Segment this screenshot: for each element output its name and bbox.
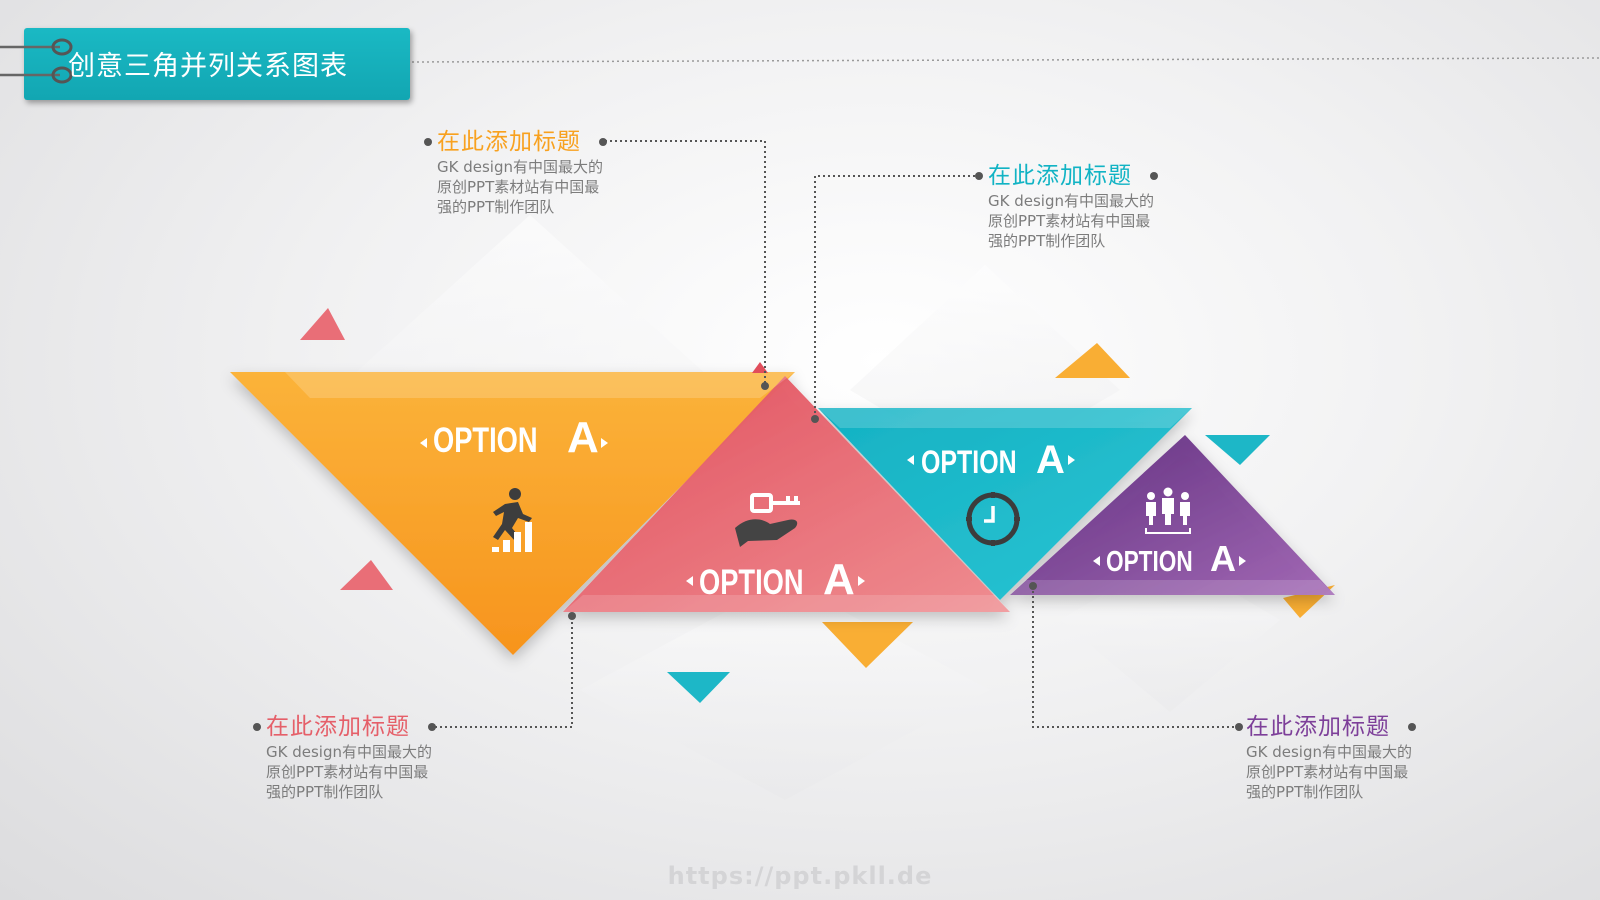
watermark-url: https://ppt.pkll.de — [667, 862, 933, 890]
option-word: OPTION — [699, 563, 804, 602]
callout-body: GK design有中国最大的原创PPT素材站有中国最强的PPT制作团队 — [1246, 743, 1412, 801]
gloss-red-base — [563, 595, 1010, 612]
callout-heading: 在此添加标题 — [266, 714, 410, 740]
option-letter: A — [1210, 538, 1236, 579]
right-arrow-icon — [601, 438, 608, 448]
binder-ring-icon — [0, 38, 73, 56]
key-in-hand-icon — [735, 493, 800, 547]
left-arrow-icon — [1093, 556, 1100, 566]
option-letter: A — [823, 555, 855, 604]
callout-dot — [599, 138, 607, 146]
callout-dot — [428, 723, 436, 731]
right-arrow-icon — [858, 576, 865, 586]
gloss-teal — [818, 408, 1192, 428]
option-letter: A — [567, 413, 599, 462]
header-dotted-line — [411, 57, 1600, 63]
left-arrow-icon — [420, 438, 427, 448]
callout-dot — [424, 138, 432, 146]
team-people-icon — [1145, 487, 1191, 534]
deco-triangle-teal-bottom — [667, 672, 730, 703]
deco-triangle-red-top — [300, 308, 345, 340]
left-arrow-icon — [686, 576, 693, 586]
title-banner: 创意三角并列关系图表 — [0, 28, 410, 100]
triangle-purple — [1010, 435, 1335, 595]
callout-dot — [1408, 723, 1416, 731]
deco-triangle-orange-top — [1055, 343, 1130, 378]
option-label-red: OPTION A — [686, 555, 865, 604]
ghost-diamond-bottom — [580, 580, 990, 800]
deco-triangle-red-left — [340, 560, 393, 590]
tiny-red-tip — [752, 362, 768, 373]
deco-triangle-teal-right — [1205, 435, 1270, 465]
option-word: OPTION — [433, 421, 538, 460]
callout-heading: 在此添加标题 — [988, 163, 1132, 189]
callout-bottom-left: 在此添加标题 GK design有中国最大的原创PPT素材站有中国最强的PPT制… — [266, 713, 436, 802]
right-arrow-icon — [1068, 455, 1075, 465]
right-arrow-icon — [1239, 556, 1246, 566]
option-label-orange: OPTION A — [420, 413, 608, 462]
deco-triangle-orange-bottom — [822, 622, 913, 668]
callout-top-right: 在此添加标题 GK design有中国最大的原创PPT素材站有中国最强的PPT制… — [988, 162, 1158, 251]
page-title: 创意三角并列关系图表 — [68, 51, 348, 82]
clock-icon — [966, 492, 1020, 546]
callout-body: GK design有中国最大的原创PPT素材站有中国最强的PPT制作团队 — [988, 192, 1154, 250]
connector-line-top-left — [600, 140, 766, 385]
connector-dot-top-right — [811, 415, 819, 423]
callout-heading: 在此添加标题 — [437, 129, 581, 155]
callout-body: GK design有中国最大的原创PPT素材站有中国最强的PPT制作团队 — [266, 743, 432, 801]
option-word: OPTION — [1106, 544, 1193, 577]
callout-dot — [975, 172, 983, 180]
connector-dot-bottom-right — [1029, 582, 1037, 590]
connector-dot-top-left — [761, 382, 769, 390]
option-label-purple: OPTION A — [1093, 538, 1246, 579]
triangle-red — [563, 376, 1010, 612]
climber-bars-icon — [492, 488, 532, 552]
left-arrow-icon — [907, 455, 914, 465]
connector-dot-bottom-left — [568, 612, 576, 620]
callout-dot — [1150, 172, 1158, 180]
gloss-purple-base — [1010, 580, 1335, 595]
callout-dot — [253, 723, 261, 731]
triangle-teal — [818, 408, 1192, 600]
option-letter: A — [1036, 438, 1065, 482]
connector-line-bottom-left — [435, 617, 573, 728]
option-label-teal: OPTION A — [907, 438, 1075, 482]
callout-dot — [1235, 723, 1243, 731]
connector-line-bottom-right — [1032, 586, 1236, 728]
callout-heading: 在此添加标题 — [1246, 714, 1390, 740]
gloss-orange — [285, 372, 795, 398]
connector-line-top-right — [814, 175, 975, 418]
callout-top-left: 在此添加标题 GK design有中国最大的原创PPT素材站有中国最强的PPT制… — [437, 128, 607, 217]
binder-ring-icon — [0, 66, 73, 84]
callout-body: GK design有中国最大的原创PPT素材站有中国最强的PPT制作团队 — [437, 158, 603, 216]
option-word: OPTION — [921, 445, 1017, 481]
callout-bottom-right: 在此添加标题 GK design有中国最大的原创PPT素材站有中国最强的PPT制… — [1246, 713, 1416, 802]
